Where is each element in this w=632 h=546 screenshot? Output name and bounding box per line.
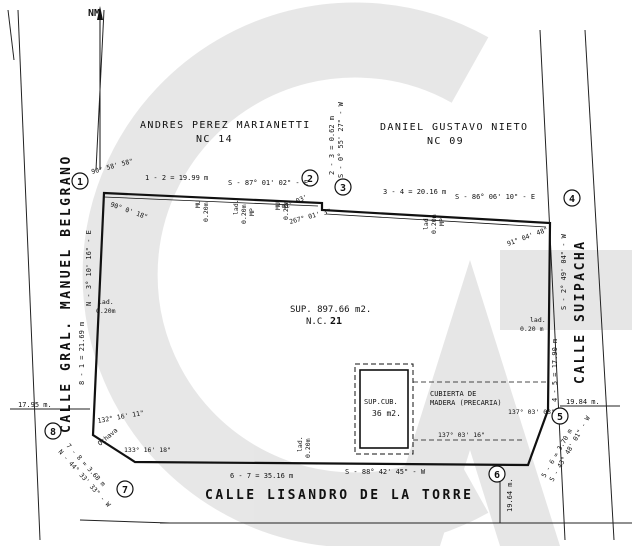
wall-inner — [103, 196, 319, 207]
side-6-7: 6 - 7 = 35.16 m — [230, 472, 293, 480]
angle-7: 133° 16' 18" — [124, 446, 171, 454]
lad-bottom: lad. — [296, 436, 304, 452]
width-top-3: 0.20m — [430, 214, 438, 234]
dist-17-95: 17.95 m. — [18, 401, 52, 409]
vertex-5: 5 — [557, 412, 563, 423]
vertex-4: 4 — [569, 194, 575, 205]
dist-19-64: 19.64 m. — [506, 478, 514, 512]
dist-19-84: 19.84 m. — [566, 398, 600, 406]
side-8-1: 8 - 1 = 21.69 m — [78, 322, 86, 385]
vertex-3: 3 — [340, 183, 346, 194]
mp-top-3: MP — [438, 218, 446, 226]
building-cover-1: CUBIERTA DE — [430, 390, 476, 398]
building-sup-value: 36 m2. — [372, 409, 401, 418]
width-top-2: 0.20m — [282, 200, 290, 220]
side-1-2: 1 - 2 = 19.99 m — [145, 174, 208, 182]
vertex-2: 2 — [307, 174, 313, 185]
north-arrow: NM — [88, 6, 103, 170]
bearing-3-4: S - 86° 06' 10" - E — [455, 193, 535, 201]
neighbor-daniel-name: DANIEL GUSTAVO NIETO — [380, 122, 528, 133]
width-left: 0.20m — [96, 307, 116, 315]
lad-left: lad. — [98, 298, 114, 306]
side-3-4: 3 - 4 = 20.16 m — [383, 188, 446, 196]
vertex-7: 7 — [122, 485, 128, 496]
angle-4: 91° 04' 48" — [506, 226, 549, 248]
side-2-3b: S - 0° 55' 27" - W — [337, 101, 345, 178]
building-sup-label: SUP.CUB. — [364, 398, 398, 406]
vertex-1: 1 — [77, 177, 83, 188]
north-label: NM — [88, 8, 100, 19]
lad-top-3: lad. — [422, 214, 430, 230]
width-top-0: 0.20m — [202, 202, 210, 222]
lad-right: lad. — [530, 316, 546, 324]
street-suipacha: CALLE SUIPACHA — [573, 239, 588, 384]
building: SUP.CUB. 36 m2. CUBIERTA DE MADERA (PREC… — [354, 363, 548, 455]
bearing-8-1: N - 3° 10' 16" - E — [85, 230, 93, 306]
watermark — [82, 2, 632, 546]
side-4-5: 4 - 5 = 17.90 m — [551, 339, 559, 402]
side-2-3a: 2 - 3 = 0.62 m — [328, 116, 336, 175]
lot-nc-num: 21 — [330, 316, 342, 327]
wall-inner-right — [325, 213, 547, 228]
lot-sup: SUP. 897.66 m2. — [290, 305, 371, 315]
lad-top-1: lad. — [232, 199, 240, 215]
width-right: 0.20 m — [520, 325, 544, 333]
lot-nc-label: N.C. — [306, 317, 328, 327]
vertex-6: 6 — [494, 470, 500, 481]
street-belgrano: CALLE GRAL. MANUEL BELGRANO — [59, 154, 74, 433]
angle-3: 267° 01' 3" — [288, 207, 332, 226]
neighbor-andres-name: ANDRES PEREZ MARIANETTI — [140, 120, 311, 131]
bearing-6-7: S - 88° 42' 45" - W — [345, 468, 426, 476]
mp-top-1: MP — [248, 208, 256, 216]
angle-5: 137° 03' 03" — [508, 408, 555, 416]
vertex-8: 8 — [50, 427, 56, 438]
vertex-markers — [44, 169, 581, 498]
lot-boundary — [91, 191, 552, 467]
neighbor-andres-nc: NC 14 — [196, 134, 233, 145]
street-lines — [7, 9, 632, 541]
width-top-1: 0.20m — [240, 204, 248, 224]
building-cover-2: MADERA (PRECARIA) — [430, 399, 502, 407]
neighbor-daniel-nc: NC 09 — [427, 136, 464, 147]
bearing-4-5: S - 2° 49' 04" - W — [560, 233, 568, 310]
mu-top-1: MU — [194, 200, 202, 208]
mu-top-2: MU — [274, 202, 282, 210]
street-torre: CALLE LISANDRO DE LA TORRE — [205, 488, 474, 503]
width-bottom: 0.20m — [304, 438, 312, 458]
angle-6: 137° 03' 16" — [438, 431, 485, 439]
bearing-1-2: S - 87° 01' 02" - E — [228, 179, 308, 187]
